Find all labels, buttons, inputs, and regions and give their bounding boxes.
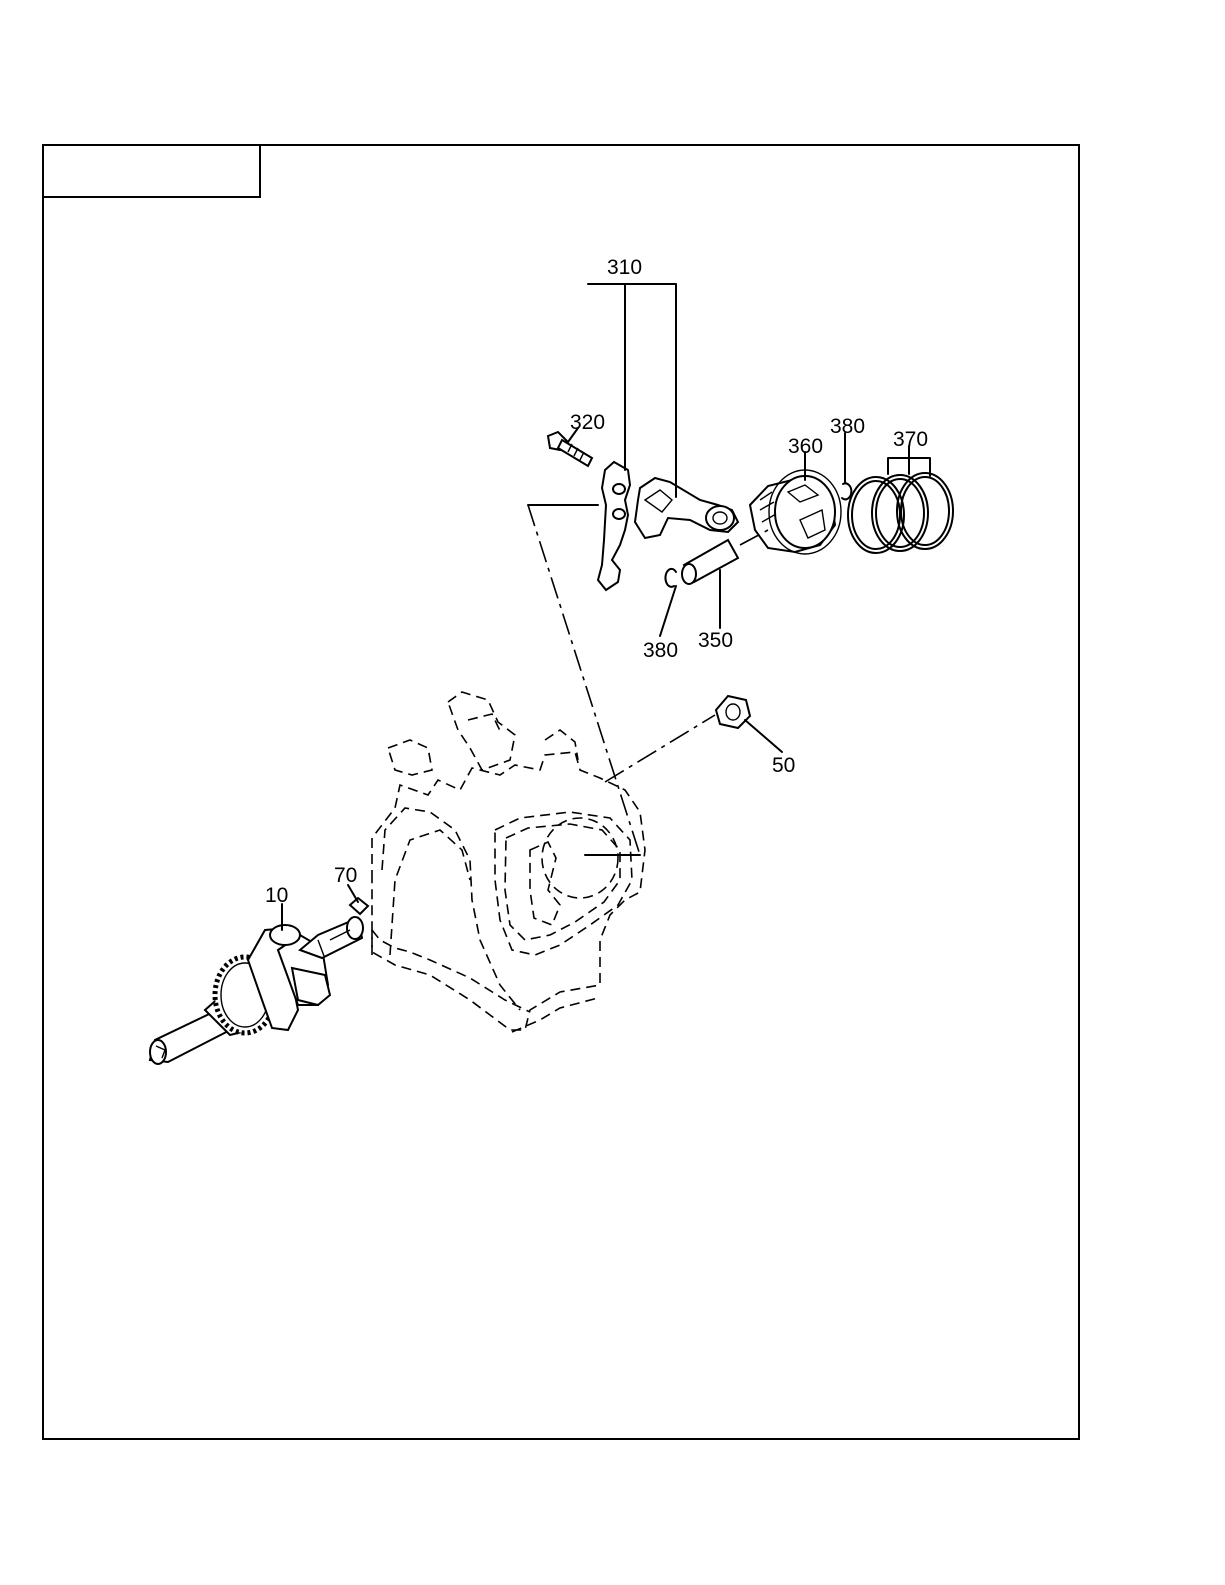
piston-rings-part-370[interactable] [848, 473, 953, 553]
callout-10: 10 [265, 884, 288, 907]
callout-320: 320 [570, 411, 605, 434]
piston-pin-part-350[interactable] [682, 540, 738, 584]
callout-350: 350 [698, 629, 733, 652]
callout-70: 70 [334, 864, 357, 887]
callout-380-upper: 380 [830, 415, 865, 438]
circlip-part-380-lower[interactable] [665, 569, 676, 587]
callout-380-lower: 380 [643, 639, 678, 662]
key-part-70[interactable] [350, 898, 368, 914]
leader-lines [282, 284, 930, 930]
title-box [43, 145, 260, 197]
crankshaft-part-10[interactable] [150, 917, 363, 1064]
callout-310: 310 [607, 256, 642, 279]
piston-part-360[interactable] [750, 470, 841, 554]
bolt-part-320[interactable] [548, 432, 592, 466]
callout-labels: 310 320 360 380 370 380 350 50 70 10 [265, 256, 928, 907]
diagram-frame [43, 145, 1079, 1439]
connecting-rod[interactable] [635, 478, 738, 538]
circlip-part-380-upper[interactable] [842, 483, 851, 499]
callout-50: 50 [772, 754, 795, 777]
callout-360: 360 [788, 435, 823, 458]
connecting-rod-cap[interactable] [598, 462, 630, 590]
callout-370: 370 [893, 428, 928, 451]
washer-part-50[interactable] [716, 696, 750, 728]
